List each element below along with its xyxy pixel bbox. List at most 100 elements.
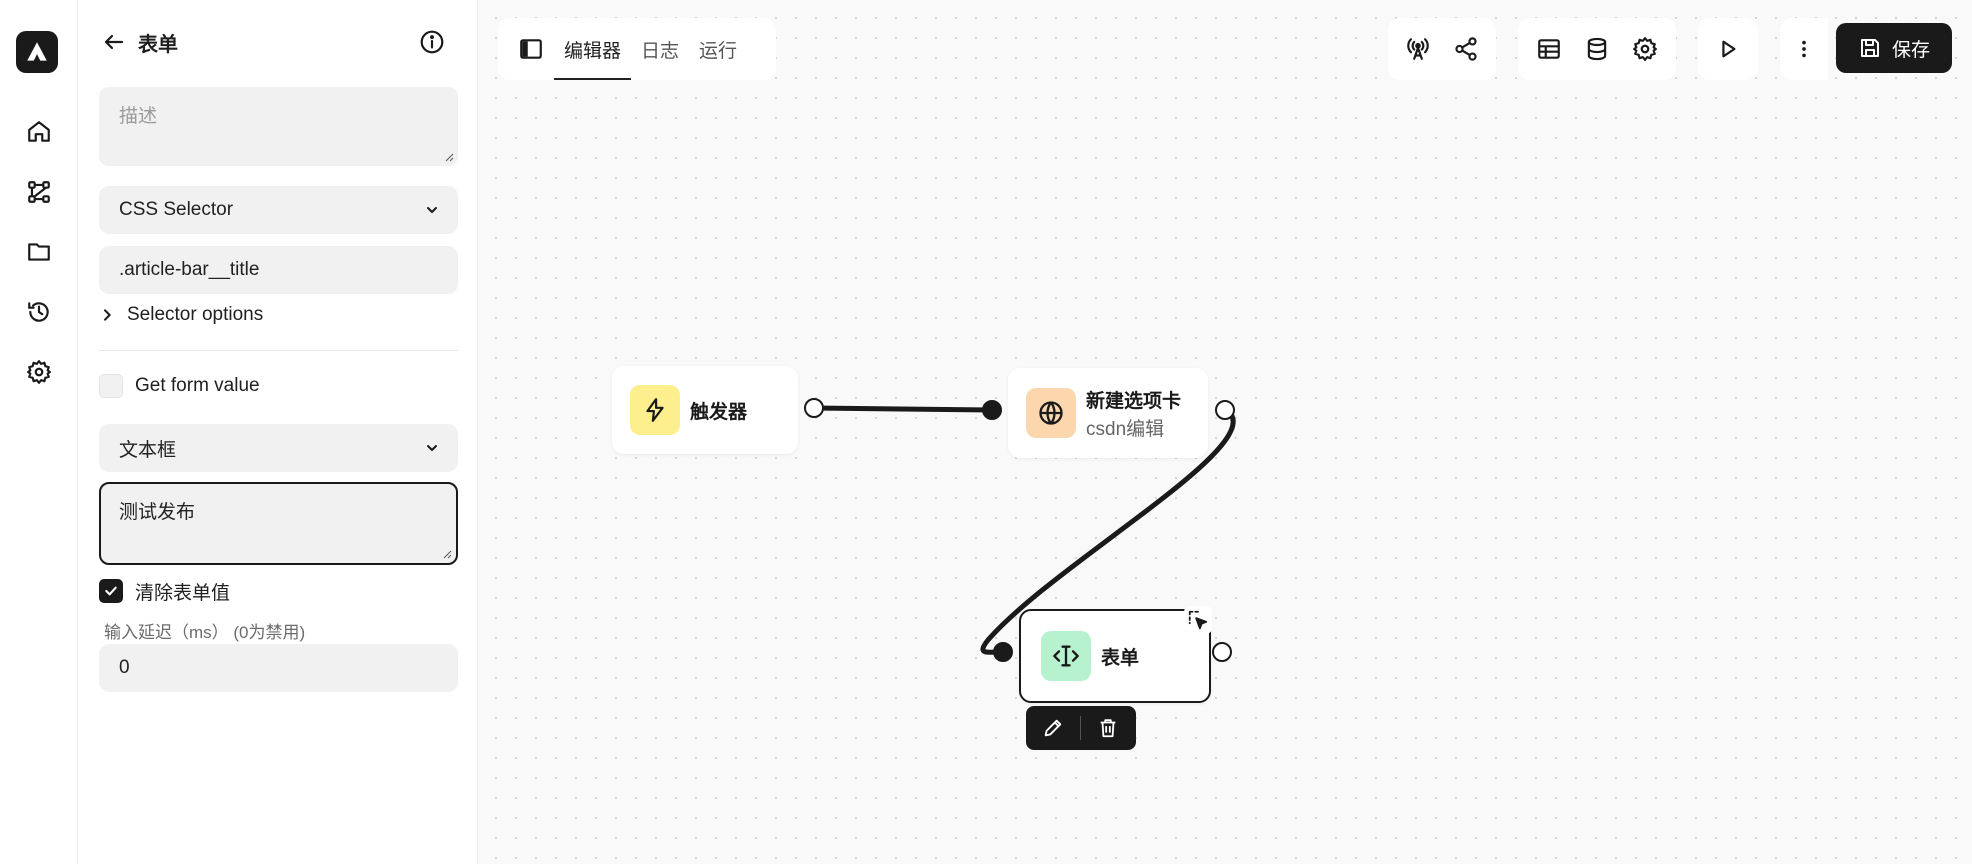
- globe-icon: [1039, 401, 1063, 425]
- save-button[interactable]: 保存: [1836, 23, 1952, 73]
- resize-handle-icon[interactable]: [442, 549, 452, 559]
- selector-type-select[interactable]: CSS Selector: [99, 186, 458, 234]
- edit-node-button[interactable]: [1026, 706, 1080, 750]
- description-input[interactable]: [99, 87, 458, 166]
- checkbox-checked[interactable]: [99, 579, 123, 603]
- delete-node-button[interactable]: [1081, 706, 1135, 750]
- info-button[interactable]: [418, 28, 446, 56]
- forms-input-port[interactable]: [993, 642, 1013, 662]
- more-vertical-icon: [1802, 40, 1806, 58]
- home-icon: [28, 121, 50, 142]
- selector-type-value: CSS Selector: [119, 199, 234, 220]
- forms-output-port[interactable]: [1212, 642, 1232, 662]
- gear-icon: [1633, 37, 1657, 61]
- workflow-settings-button[interactable]: [1621, 25, 1669, 73]
- node-trigger[interactable]: 触发器: [612, 366, 798, 454]
- back-button[interactable]: [100, 28, 128, 56]
- data-group: [1518, 18, 1676, 80]
- tab-running[interactable]: 运行: [689, 18, 747, 80]
- checkbox-unchecked[interactable]: [99, 374, 123, 398]
- share-icon: [1455, 37, 1477, 61]
- broadcast-button[interactable]: [1394, 25, 1442, 73]
- newtab-icon-wrap: [1026, 388, 1076, 438]
- forms-icon-wrap: [1041, 631, 1091, 681]
- tab-label: 运行: [699, 40, 738, 62]
- nav-settings[interactable]: [0, 352, 78, 392]
- form-type-select[interactable]: 文本框: [99, 424, 458, 472]
- selector-input[interactable]: .article-bar__title: [99, 246, 458, 294]
- node-forms[interactable]: 表单: [1019, 609, 1211, 703]
- block-edit-panel: 表单 CSS Selector .article-bar__title Sele…: [78, 0, 478, 864]
- lightning-icon: [646, 398, 664, 422]
- newtab-output-port[interactable]: [1215, 400, 1235, 420]
- logo-icon: [27, 42, 47, 61]
- workflow-canvas[interactable]: 编辑器 日志 运行 保存: [478, 0, 1972, 864]
- element-picker-button[interactable]: [1184, 606, 1212, 634]
- clear-form-checkbox[interactable]: 清除表单值: [99, 577, 230, 605]
- history-icon: [28, 302, 49, 322]
- chevron-down-icon: [427, 207, 437, 213]
- clear-form-label: 清除表单值: [135, 582, 231, 604]
- node-text: 新建选项卡 csdn编辑: [1086, 386, 1181, 441]
- node-text: 触发器: [690, 397, 747, 424]
- description-field-wrap: [99, 87, 458, 166]
- node-new-tab[interactable]: 新建选项卡 csdn编辑: [1008, 368, 1208, 458]
- text-cursor-icon: [1053, 645, 1079, 667]
- tab-label: 日志: [641, 40, 680, 62]
- table-icon: [1538, 39, 1560, 59]
- database-icon: [1587, 37, 1607, 61]
- trash-icon: [1100, 719, 1116, 738]
- get-form-value-label: Get form value: [135, 375, 260, 396]
- share-group: [1388, 18, 1496, 80]
- node-title: 新建选项卡: [1086, 390, 1182, 412]
- nav-home[interactable]: [0, 112, 78, 152]
- text-value-input[interactable]: 测试发布: [119, 502, 196, 523]
- app-logo[interactable]: [16, 31, 58, 73]
- selector-options-label: Selector options: [127, 304, 264, 325]
- input-delay-label: 输入延迟（ms） (0为禁用): [104, 623, 306, 642]
- text-value-wrap: 测试发布: [99, 482, 458, 565]
- input-delay-input[interactable]: 0: [99, 644, 458, 692]
- broadcast-icon: [1407, 38, 1429, 60]
- form-type-value: 文本框: [119, 439, 177, 461]
- newtab-input-port[interactable]: [982, 400, 1002, 420]
- pencil-icon: [1044, 719, 1062, 737]
- selector-input-value: .article-bar__title: [119, 259, 260, 280]
- selector-options-toggle[interactable]: Selector options: [99, 300, 263, 330]
- more-button[interactable]: [1780, 25, 1828, 73]
- arrow-left-icon: [104, 34, 124, 50]
- save-label: 保存: [1891, 39, 1930, 61]
- divider: [99, 350, 458, 351]
- toggle-panel-button[interactable]: [508, 26, 554, 72]
- element-picker-icon: [1188, 610, 1208, 630]
- get-form-value-checkbox[interactable]: Get form value: [99, 372, 260, 400]
- action-separator: [1080, 716, 1081, 740]
- node-subtitle: csdn编辑: [1086, 418, 1165, 440]
- node-title: 表单: [1101, 647, 1140, 669]
- more-group: [1780, 18, 1828, 80]
- panel-header: 表单: [100, 26, 446, 58]
- run-group: [1698, 18, 1758, 80]
- tab-editor[interactable]: 编辑器: [554, 18, 632, 80]
- nav-workflows[interactable]: [0, 172, 78, 212]
- nav-files[interactable]: [0, 232, 78, 272]
- gear-icon: [27, 360, 51, 384]
- resize-handle-icon[interactable]: [444, 152, 454, 162]
- trigger-output-port[interactable]: [804, 398, 824, 418]
- tab-logs[interactable]: 日志: [631, 18, 689, 80]
- edge-trigger-newtab: [811, 405, 995, 413]
- run-button[interactable]: [1704, 25, 1752, 73]
- app-sidebar: [0, 0, 78, 864]
- share-button[interactable]: [1442, 25, 1490, 73]
- chevron-right-icon: [104, 309, 111, 321]
- chevron-down-icon: [427, 445, 437, 451]
- table-button[interactable]: [1525, 25, 1573, 73]
- workflow-icon: [28, 181, 50, 203]
- play-icon: [1722, 40, 1736, 58]
- save-icon: [1860, 39, 1879, 57]
- input-delay-value: 0: [119, 657, 130, 678]
- node-action-bar: [1026, 706, 1136, 750]
- tab-label: 编辑器: [564, 40, 622, 62]
- nav-history[interactable]: [0, 292, 78, 332]
- storage-button[interactable]: [1573, 25, 1621, 73]
